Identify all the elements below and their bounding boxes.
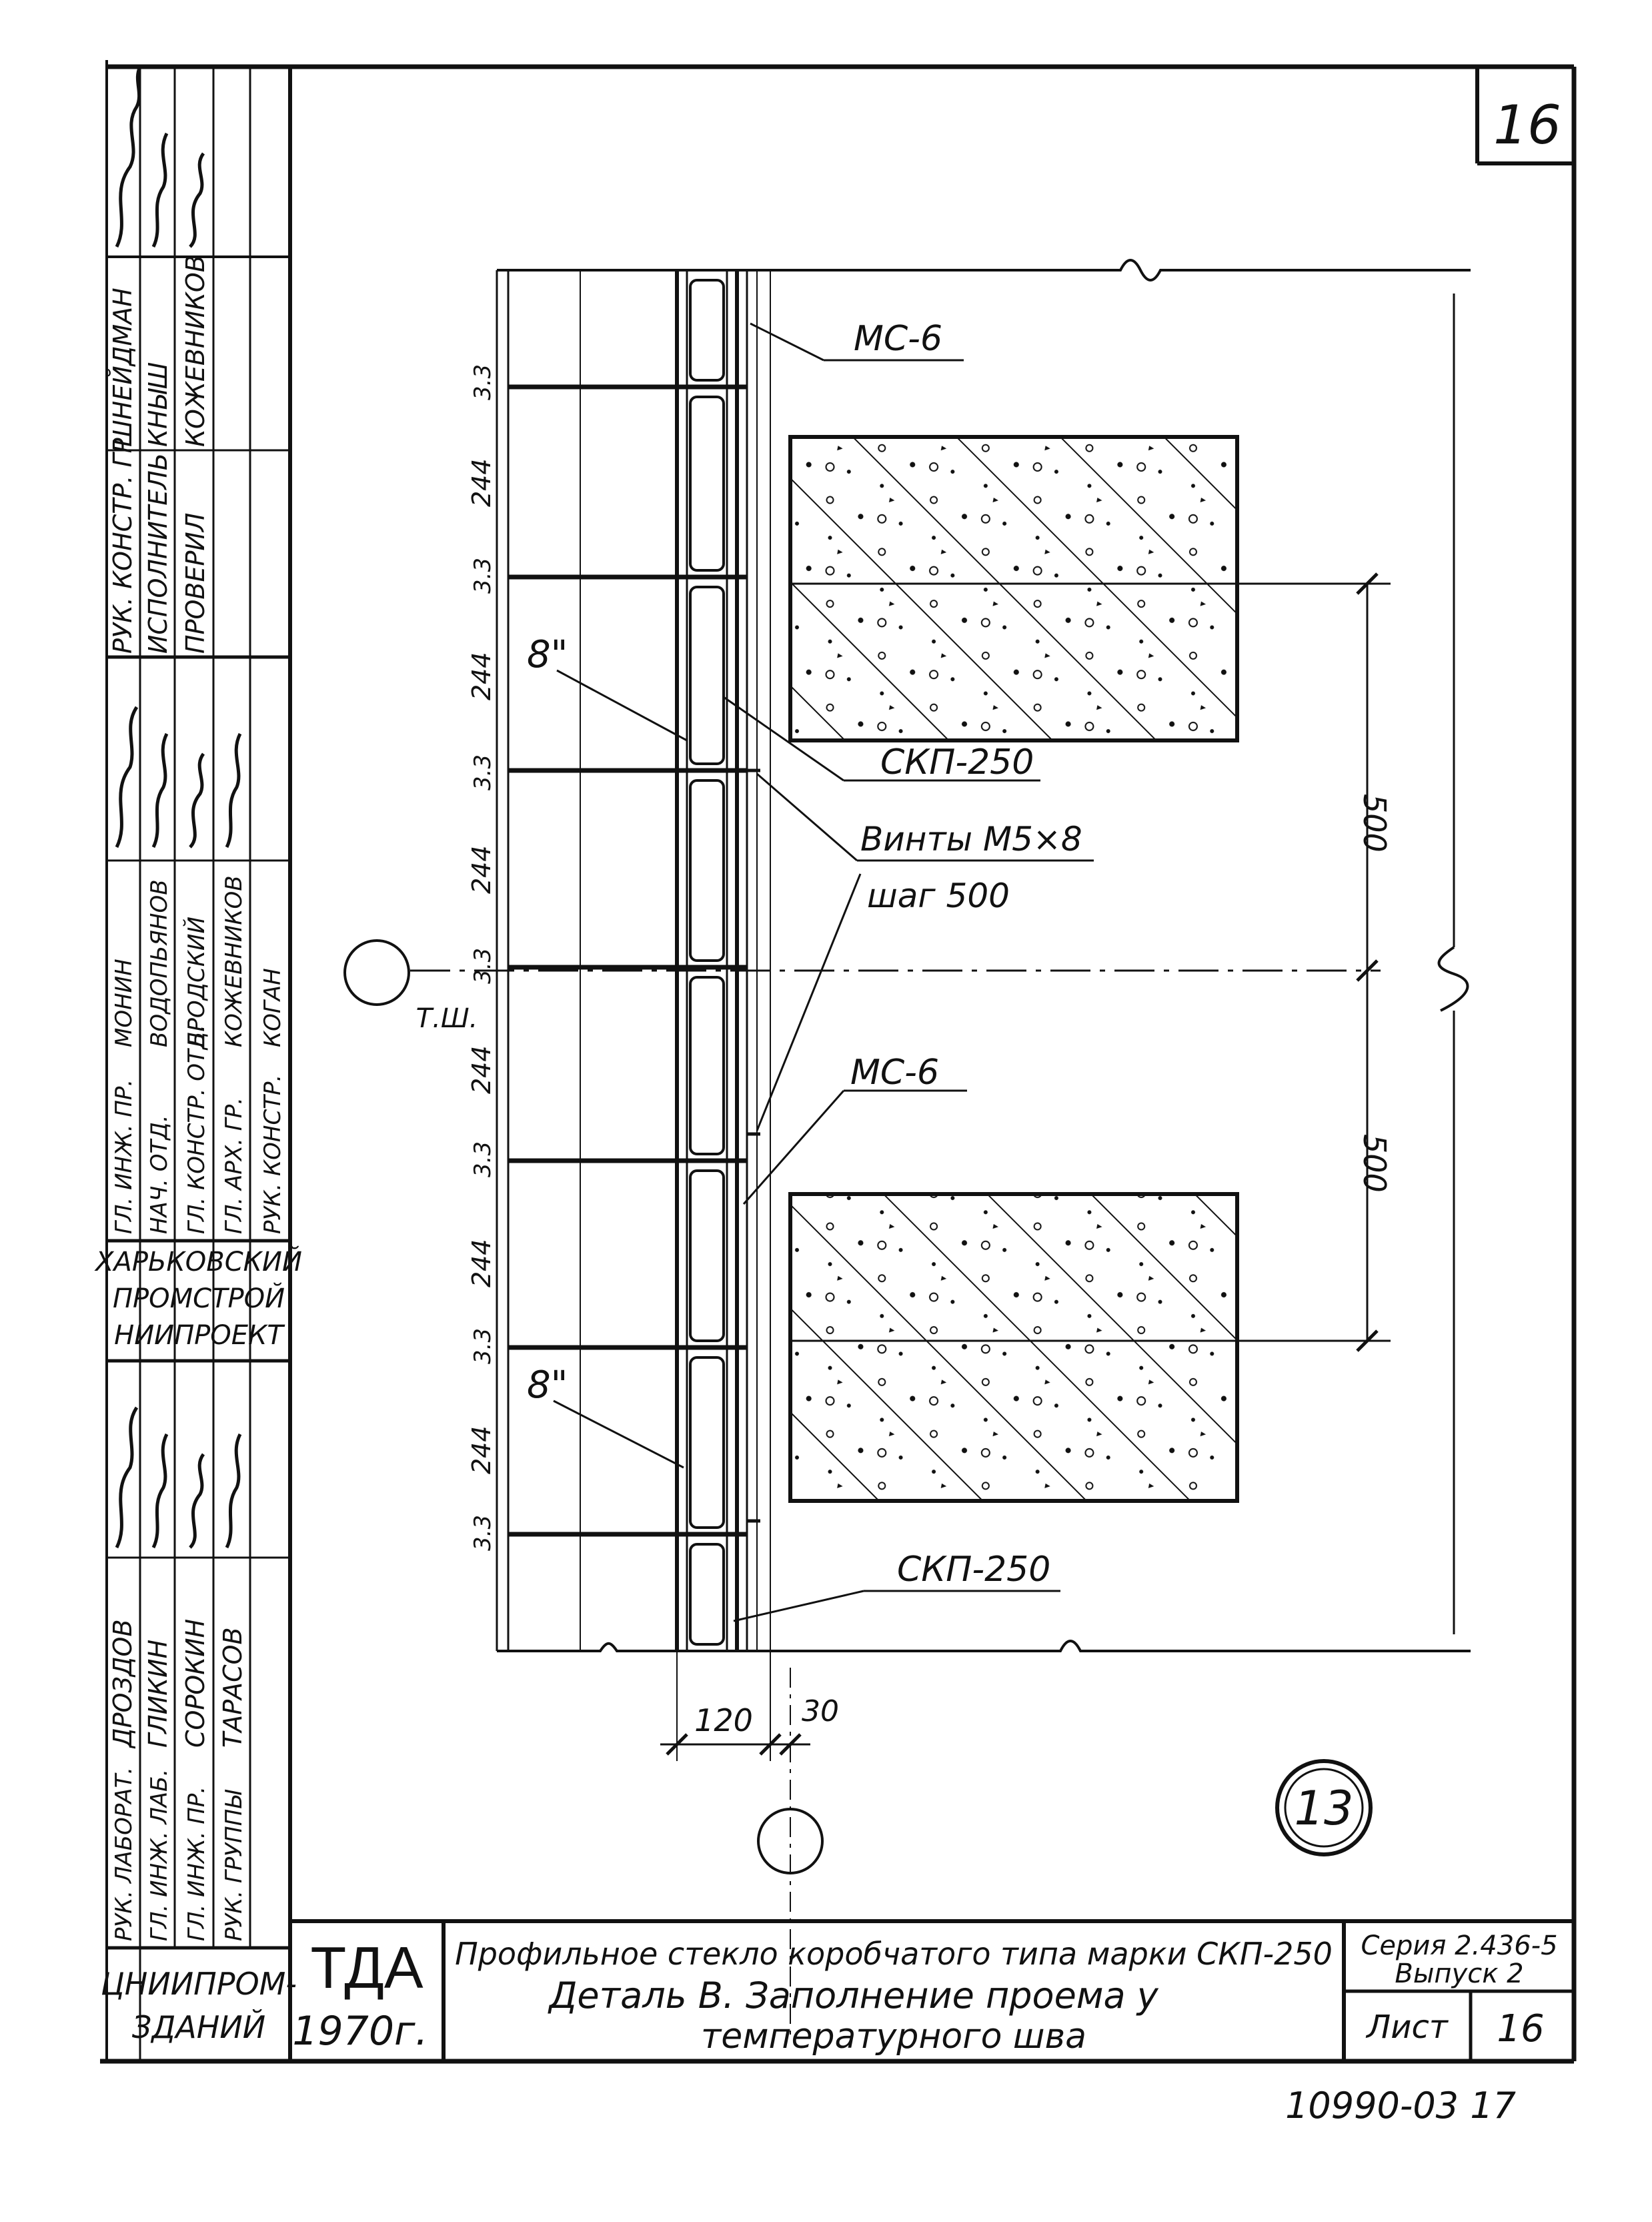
dim-glass: 244 <box>467 1239 496 1287</box>
dim-joint: 3.3 <box>470 1141 496 1177</box>
detail-marker: 13 <box>1275 1759 1373 1856</box>
dim-glass: 244 <box>467 458 496 507</box>
bottom-dims <box>660 1651 810 1761</box>
detail-number: 13 <box>1294 1781 1353 1836</box>
title-line-3: температурного шва <box>701 2017 1086 2057</box>
leader-lines <box>553 322 1094 1622</box>
dim-joint: 3.3 <box>470 754 496 790</box>
vertical-dims: 3.3 244 3.3 244 3.3 244 3.3 244 3.3 244 … <box>467 364 496 1551</box>
series-line-2: Выпуск 2 <box>1395 1959 1523 1989</box>
stamp-role: ГЛ. ИНЖ. ПР. <box>183 1786 210 1941</box>
dim-120: 120 <box>694 1702 753 1738</box>
dim-joint: 3.3 <box>470 1515 496 1551</box>
dim-joint: 3.3 <box>470 364 496 400</box>
concrete-block-lower <box>788 1192 1239 1503</box>
sheet-number: 16 <box>1493 94 1561 156</box>
dim-500-lower: 500 <box>1357 1134 1393 1193</box>
series-line-1: Серия 2.436-5 <box>1361 1930 1557 1961</box>
sheet-number-box: 16 <box>1475 67 1574 165</box>
axis-label: Т.Ш. <box>416 1003 478 1034</box>
stamp-name: ГЛИКИН <box>143 1640 173 1748</box>
org-line: ЦНИИПРОМ- <box>101 1966 297 2002</box>
dim-joint: 3.3 <box>470 948 496 984</box>
stamp-name: ТАРАСОВ <box>218 1627 247 1748</box>
title-block <box>290 1919 1574 2061</box>
label-screws-1: Винты М5×8 <box>860 820 1082 859</box>
label-mc6-top: МС-6 <box>854 319 942 359</box>
inventory-number: 10990-03 17 <box>1285 2085 1516 2127</box>
stamp-name: КНЫШ <box>143 362 173 447</box>
org-line: НИИПРОЕКТ <box>114 1320 285 1351</box>
side-stamp <box>107 67 290 2061</box>
stamp-role: РУК. КОНСТР. <box>259 1075 286 1234</box>
stamp-org-top: ХАРЬКОВСКИЙ ПРОМСТРОЙ НИИПРОЕКТ <box>94 1245 302 1351</box>
overall-dimension <box>1437 294 1469 1634</box>
stamp-name: КОГАН <box>259 968 286 1047</box>
sheet-label: Лист <box>1365 2009 1449 2046</box>
stamp-role: ГЛ. ИНЖ. ПР. <box>111 1079 137 1234</box>
dim-glass: 244 <box>467 1426 496 1474</box>
stamp-role: ПРОВЕРИЛ <box>181 513 210 654</box>
wall-elevation <box>497 259 1471 1652</box>
stamp-role: ГЛ. ИНЖ. ЛАБ. <box>146 1769 173 1941</box>
dim-glass: 244 <box>467 652 496 700</box>
stamp-name: БРОДСКИЙ <box>183 917 210 1047</box>
dim-30: 30 <box>802 1694 839 1728</box>
dim-glass: 244 <box>467 845 496 894</box>
stamp-name: КОЖЕВНИКОВ <box>221 875 247 1047</box>
org-line: ЗДАНИЙ <box>132 2009 265 2045</box>
stamp-name: ВОДОПЬЯНОВ <box>146 879 173 1047</box>
stamp-name: КОЖЕВНИКОВ <box>181 255 210 447</box>
stamp-name: МОНИН <box>111 959 137 1047</box>
stamp-role: ГЛ. КОНСТР. ОТД. <box>183 1025 210 1234</box>
stamp-name: СОРОКИН <box>181 1619 210 1748</box>
dim-500-lines <box>790 572 1391 1352</box>
sheet-value: 16 <box>1497 2007 1544 2051</box>
note-top: 8" <box>527 633 568 676</box>
signatures-top <box>115 65 242 1549</box>
dim-joint: 3.3 <box>470 558 496 594</box>
label-skp-bottom: СКП-250 <box>897 1550 1050 1590</box>
stamp-mid: ГЛ. ИНЖ. ПР. НАЧ. ОТД. ГЛ. КОНСТР. ОТД. … <box>111 875 286 1234</box>
tda-mark: ТДА <box>310 1934 423 2001</box>
stamp-org-bottom: ЦНИИПРОМ- ЗДАНИЙ <box>101 1966 297 2045</box>
stamp-bottom: РУК. ЛАБОРАТ. ГЛ. ИНЖ. ЛАБ. ГЛ. ИНЖ. ПР.… <box>108 1619 247 1941</box>
dim-joint: 3.3 <box>470 1328 496 1364</box>
dim-500-upper: 500 <box>1357 794 1393 853</box>
stamp-role: ИСПОЛНИТЕЛЬ <box>143 453 173 654</box>
axis-line <box>343 939 1381 2041</box>
stamp-name: ДРОЗДОВ <box>108 1619 137 1749</box>
stamp-top-roles: РУК. КОНСТР. ГР. ИСПОЛНИТЕЛЬ ПРОВЕРИЛ ШН… <box>108 255 210 654</box>
title-line-1: Профильное стекло коробчатого типа марки… <box>455 1936 1333 1972</box>
stamp-role: РУК. ГРУППЫ <box>221 1789 247 1941</box>
year: 1970г. <box>292 2008 428 2055</box>
org-line: ПРОМСТРОЙ <box>113 1282 285 1314</box>
stamp-role: ГЛ. АРХ. ГР. <box>221 1097 247 1234</box>
dim-glass: 244 <box>467 1045 496 1094</box>
label-skp-top: СКП-250 <box>880 742 1034 782</box>
note-bottom: 8" <box>527 1363 568 1407</box>
org-line: ХАРЬКОВСКИЙ <box>94 1245 302 1277</box>
title-line-2: Деталь В. Заполнение проема у <box>548 1975 1159 2017</box>
stamp-role: НАЧ. ОТД. <box>146 1115 173 1234</box>
sheet-frame <box>100 60 1577 2064</box>
stamp-role: РУК. КОНСТР. ГР. <box>108 430 137 654</box>
label-screws-2: шаг 500 <box>867 877 1010 915</box>
stamp-role: РУК. ЛАБОРАТ. <box>111 1767 137 1941</box>
label-mc6-bottom: МС-6 <box>850 1053 939 1093</box>
concrete-block-upper <box>788 435 1239 742</box>
stamp-name: ШНЕЙДМАН <box>108 288 137 447</box>
